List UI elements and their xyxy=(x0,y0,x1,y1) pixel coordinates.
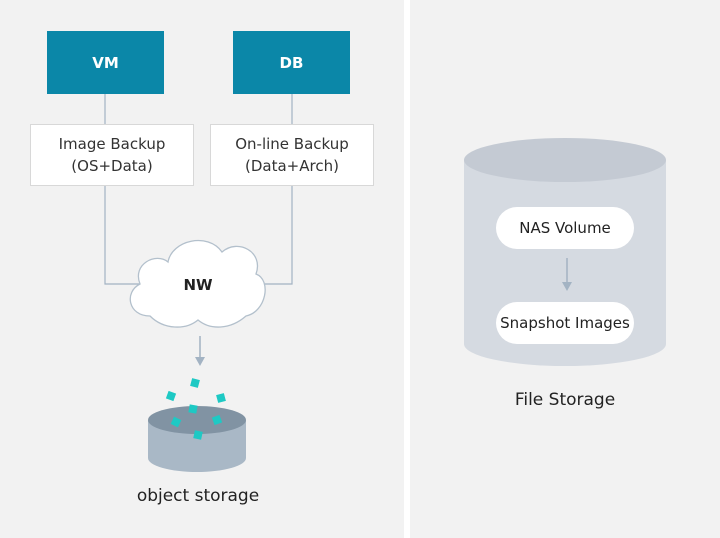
vm-box: VM xyxy=(47,31,164,94)
online-backup-title: On-line Backup xyxy=(235,135,349,153)
image-backup-title: Image Backup xyxy=(58,135,166,153)
particle xyxy=(193,430,203,440)
snapshot-images-pill: Snapshot Images xyxy=(496,302,634,344)
arrow-down-icon xyxy=(195,336,205,366)
cloud-icon xyxy=(129,239,266,328)
image-backup-box: Image Backup (OS+Data) xyxy=(30,124,194,186)
object-storage-caption: object storage xyxy=(98,482,298,510)
object-storage-caption-text: object storage xyxy=(136,486,260,506)
particle xyxy=(216,393,226,403)
db-label: DB xyxy=(279,53,304,72)
cylinder-icon xyxy=(148,406,246,472)
arrow-down-icon xyxy=(562,258,572,291)
particle xyxy=(211,414,223,426)
file-storage-caption: File Storage xyxy=(465,386,665,414)
particle xyxy=(190,378,200,388)
particle xyxy=(165,390,177,402)
nas-volume-label: NAS Volume xyxy=(519,219,611,237)
db-box: DB xyxy=(233,31,350,94)
nas-volume-pill: NAS Volume xyxy=(496,207,634,249)
online-backup-to-nw-connector xyxy=(258,186,293,285)
image-backup-to-nw-connector xyxy=(104,186,140,285)
network-label-text: NW xyxy=(183,276,213,294)
file-storage-caption-text: File Storage xyxy=(514,390,616,410)
snapshot-images-label: Snapshot Images xyxy=(500,314,630,332)
image-backup-subtitle: (OS+Data) xyxy=(71,157,153,175)
particle xyxy=(170,416,182,428)
particle xyxy=(188,404,198,414)
particle-icon xyxy=(165,378,226,440)
online-backup-subtitle: (Data+Arch) xyxy=(245,157,339,175)
online-backup-box: On-line Backup (Data+Arch) xyxy=(210,124,374,186)
network-label: NW xyxy=(168,272,228,298)
vm-label: VM xyxy=(92,53,119,72)
